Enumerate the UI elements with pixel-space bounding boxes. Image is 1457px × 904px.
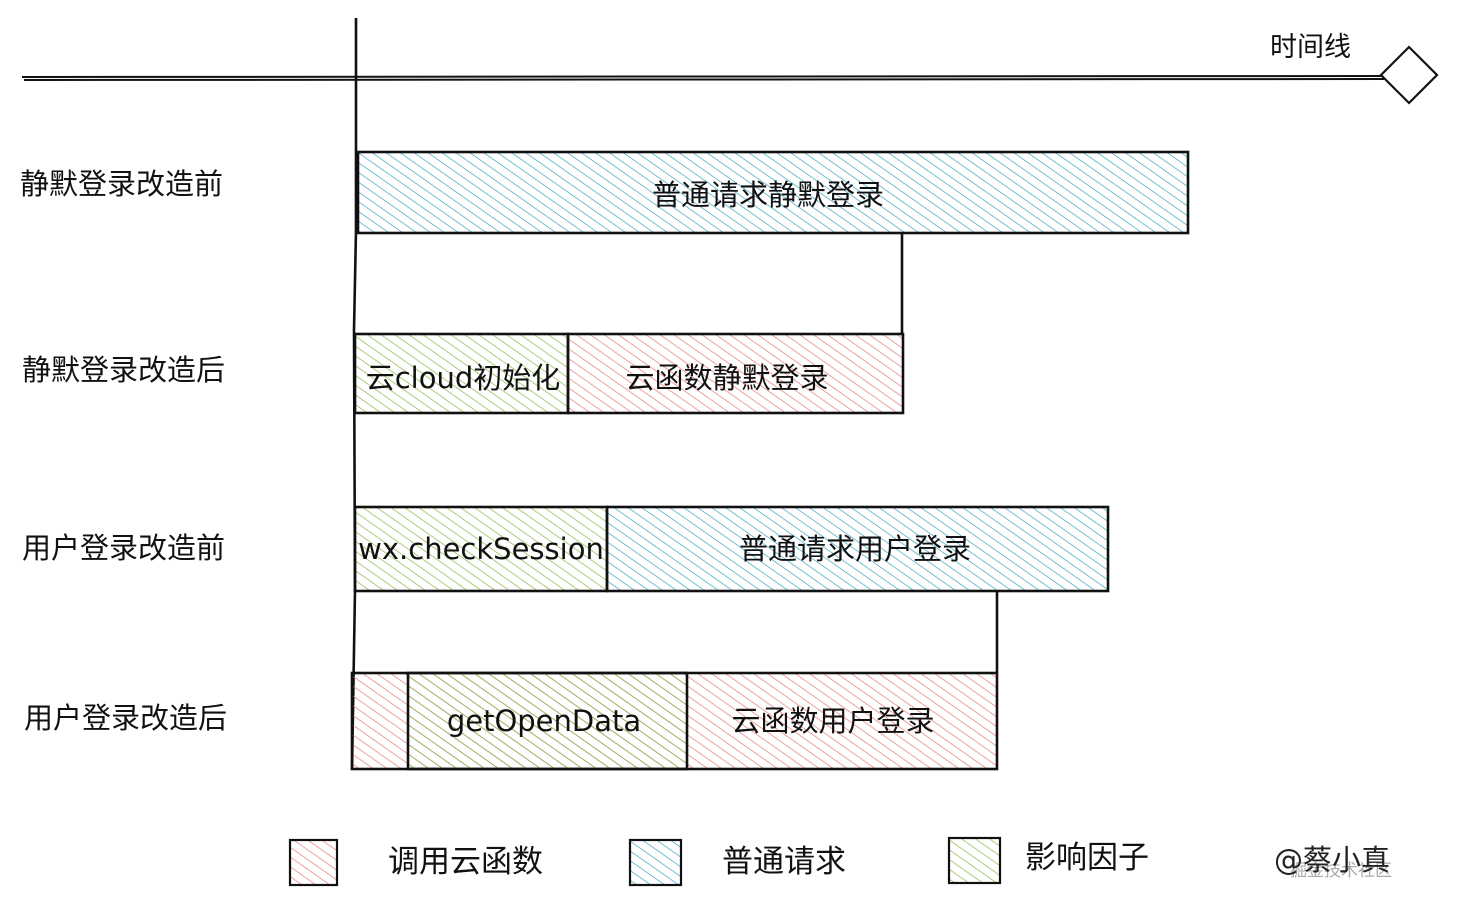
legend-swatch-factor [947, 836, 1002, 885]
row-user-login-before: wx.checkSession 普通请求用户登录 [353, 505, 1110, 593]
legend: 调用云函数 普通请求 影响因子 [288, 836, 1149, 887]
bar-factor-cloud-init [353, 332, 570, 415]
bar-request-silent-login [356, 150, 1190, 235]
legend-label-cloud: 调用云函数 [388, 844, 543, 880]
legend-swatch-cloud [288, 838, 339, 887]
row-silent-login-before: 普通请求静默登录 [356, 150, 1190, 235]
row-label-user-before: 用户登录改造前 [22, 531, 225, 565]
legend-label-request: 普通请求 [722, 844, 846, 880]
bar-label-check-session: wx.checkSession [358, 532, 604, 566]
bar-label-cloud-silent-login: 云函数静默登录 [625, 361, 828, 395]
legend-label-factor: 影响因子 [1025, 840, 1149, 876]
timeline-axis: 时间线 [21, 32, 1439, 105]
legend-swatch-request [628, 838, 683, 887]
watermark-site: 掘金技术社区 [1290, 861, 1392, 881]
bar-label-get-open-data: getOpenData [447, 704, 641, 738]
bar-label-cloud-user-login: 云函数用户登录 [731, 704, 934, 738]
watermark-author: @蔡小真 [1274, 843, 1390, 877]
bar-label-request-user-login: 普通请求用户登录 [739, 532, 971, 566]
start-vertical-line [350, 18, 358, 771]
timeline-label: 时间线 [1270, 32, 1351, 63]
timeline-diamond-icon [1379, 45, 1439, 105]
bar-cloud-silent-login [566, 332, 905, 415]
row-label-user-after: 用户登录改造后 [24, 701, 227, 735]
timeline-arrow-line [21, 75, 1389, 81]
bar-label-cloud-init: 云cloud初始化 [366, 361, 561, 395]
bar-factor-check-session [353, 505, 609, 593]
bar-factor-get-open-data [406, 671, 689, 771]
bar-request-user-login [605, 505, 1110, 593]
row-silent-login-after: 云cloud初始化 云函数静默登录 [353, 332, 905, 415]
row-label-silent-after: 静默登录改造后 [22, 353, 225, 387]
bar-label-request-silent-login: 普通请求静默登录 [652, 178, 884, 212]
row-user-login-after: getOpenData 云函数用户登录 [350, 671, 999, 771]
row-label-silent-before: 静默登录改造前 [20, 167, 223, 201]
